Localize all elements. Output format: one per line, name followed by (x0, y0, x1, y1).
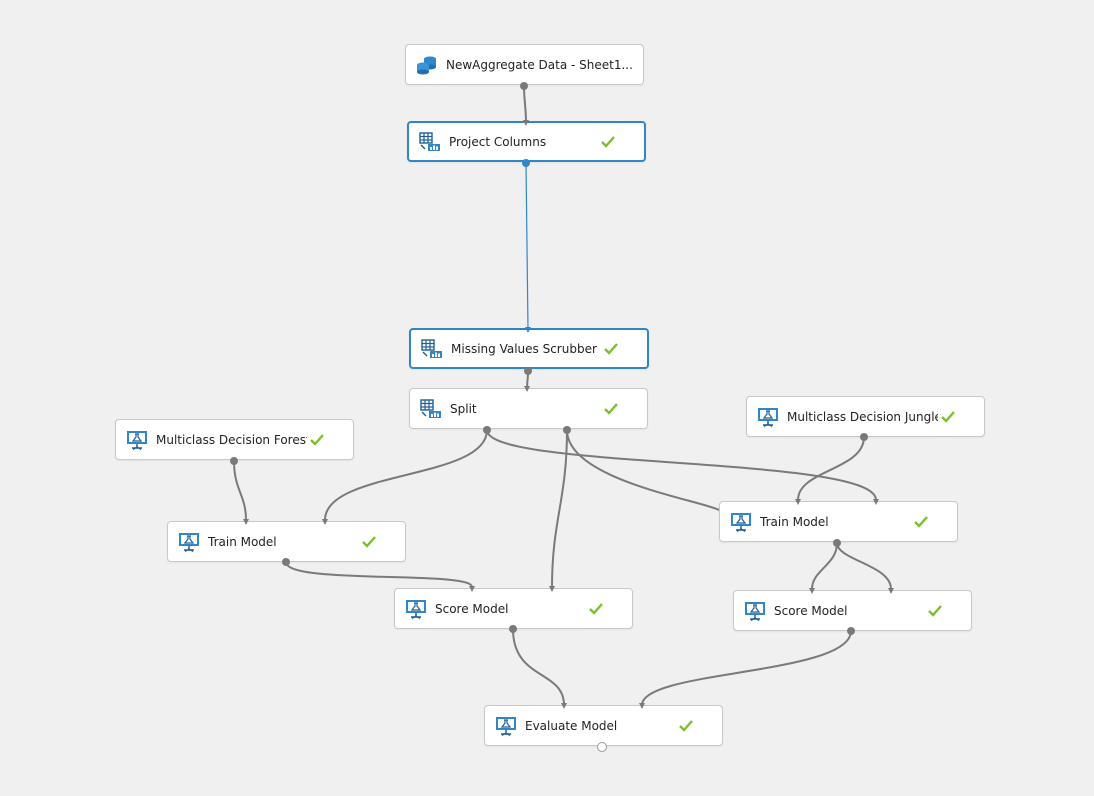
edge-score-right-to-evaluate (641, 630, 852, 706)
input-port-arrow[interactable] (549, 586, 555, 592)
output-port[interactable] (860, 433, 868, 441)
input-port-arrow[interactable] (524, 386, 530, 392)
module-label: Project Columns (449, 134, 547, 149)
module-multiclass-decision-jungle[interactable]: Multiclass Decision Jungle (746, 396, 985, 437)
input-port-arrow[interactable] (639, 703, 645, 709)
edge-score-left-to-evaluate (512, 628, 565, 706)
input-port-arrow[interactable] (561, 703, 567, 709)
module-multiclass-decision-forest[interactable]: Multiclass Decision Forest (115, 419, 354, 460)
output-port[interactable] (520, 82, 528, 90)
input-port-arrow[interactable] (525, 327, 531, 333)
module-label: Missing Values Scrubber (451, 341, 597, 356)
edge-forest-to-train-left (233, 460, 247, 521)
table-transform-icon (421, 338, 443, 360)
output-port[interactable] (522, 159, 530, 167)
module-evaluate-model[interactable]: Evaluate Model (484, 705, 723, 746)
ml-model-icon (757, 406, 779, 428)
checkmark-icon (586, 599, 606, 619)
module-label: Multiclass Decision Jungle (787, 409, 938, 424)
output-port[interactable] (847, 627, 855, 635)
input-port-arrow[interactable] (888, 588, 894, 594)
checkmark-icon (601, 339, 621, 359)
checkmark-icon (911, 512, 931, 532)
ml-model-icon (495, 715, 517, 737)
checkmark-icon (359, 532, 379, 552)
module-train-model-left[interactable]: Train Model (167, 521, 406, 562)
module-label: NewAggregate Data - Sheet1... (446, 57, 633, 72)
module-train-model-right[interactable]: Train Model (719, 501, 958, 542)
input-port-arrow[interactable] (873, 499, 879, 505)
module-label: Score Model (435, 601, 509, 616)
input-port-arrow[interactable] (795, 499, 801, 505)
edge-train-left-to-score-left (285, 561, 473, 588)
input-port-arrow[interactable] (469, 586, 475, 592)
edge-split-right-to-score-left (551, 429, 568, 588)
ml-model-icon (730, 511, 752, 533)
table-transform-icon (420, 398, 442, 420)
module-missing-values-scrubber[interactable]: Missing Values Scrubber (409, 328, 649, 369)
checkmark-icon (938, 407, 958, 427)
checkmark-icon (307, 430, 327, 450)
ml-model-icon (178, 531, 200, 553)
edge-jungle-to-train-right (797, 436, 865, 501)
ml-model-icon (744, 600, 766, 622)
checkmark-icon (598, 132, 618, 152)
output-port[interactable] (282, 558, 290, 566)
output-port-empty[interactable] (597, 742, 607, 752)
output-port-right[interactable] (563, 426, 571, 434)
checkmark-icon (925, 601, 945, 621)
edge-train-right-to-score-right-b (836, 542, 892, 590)
output-port[interactable] (509, 625, 517, 633)
dataset-icon (416, 54, 438, 76)
output-port[interactable] (230, 457, 238, 465)
edge-train-right-to-score-right-a (811, 542, 838, 590)
module-dataset[interactable]: NewAggregate Data - Sheet1... (405, 44, 644, 85)
module-score-model-left[interactable]: Score Model (394, 588, 633, 629)
checkmark-icon (601, 399, 621, 419)
edge-dataset-to-project-columns (523, 85, 527, 123)
ml-model-icon (126, 429, 148, 451)
edge-split-left-to-train-right (486, 429, 877, 501)
edge-project-columns-to-missing-values (525, 162, 529, 330)
input-port-arrow[interactable] (243, 519, 249, 525)
ml-model-icon (405, 598, 427, 620)
edge-split-right-to-score-right (566, 429, 720, 511)
module-label: Score Model (774, 603, 848, 618)
output-port[interactable] (833, 539, 841, 547)
input-port-arrow[interactable] (523, 120, 529, 126)
module-score-model-right[interactable]: Score Model (733, 590, 972, 631)
table-transform-icon (419, 131, 441, 153)
output-port[interactable] (524, 367, 532, 375)
output-port-left[interactable] (483, 426, 491, 434)
module-project-columns[interactable]: Project Columns (407, 121, 646, 162)
module-label: Multiclass Decision Forest (156, 432, 307, 447)
module-label: Train Model (760, 514, 829, 529)
module-label: Train Model (208, 534, 277, 549)
module-label: Evaluate Model (525, 718, 618, 733)
module-split[interactable]: Split (409, 388, 648, 429)
input-port-arrow[interactable] (809, 588, 815, 594)
input-port-arrow[interactable] (322, 519, 328, 525)
module-label: Split (450, 401, 477, 416)
checkmark-icon (676, 716, 696, 736)
